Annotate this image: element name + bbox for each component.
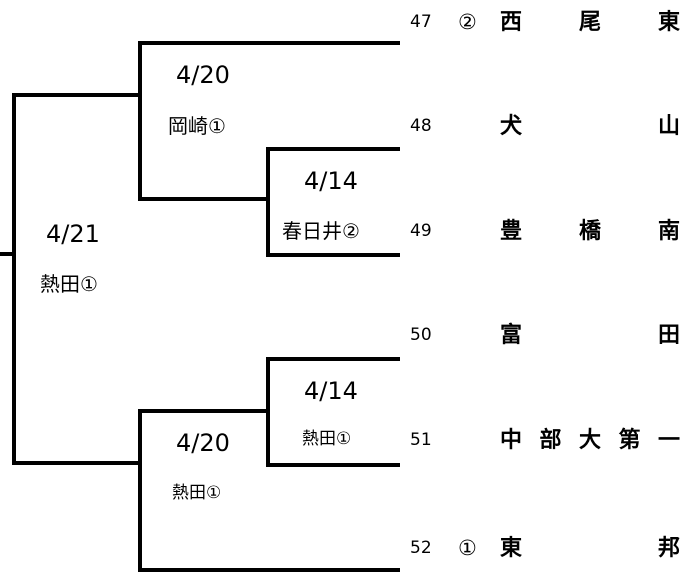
bracket-semi-bottom-arm-upper [138, 409, 270, 413]
bracket-semi-top-vertical [138, 41, 142, 201]
team-name-char: 邦 [657, 536, 680, 561]
bracket-first-bottom-vertical [266, 357, 270, 467]
bracket-first-top-arm-49 [266, 253, 400, 257]
team-name-char: 尾 [578, 10, 601, 35]
bracket-first-bottom-arm-51 [266, 463, 400, 467]
semi-bottom-date: 4/20 [176, 429, 230, 457]
team-name-char: 田 [657, 323, 680, 348]
bracket-first-bottom-arm-50 [266, 357, 400, 361]
team-name-char: 東 [657, 10, 680, 35]
team-name-49: 豊 橋 南 [500, 221, 680, 243]
bracket-first-top-arm-48 [266, 147, 400, 151]
semi-top-venue: 岡崎① [168, 114, 226, 138]
first-bottom-venue: 熱田① [302, 429, 352, 449]
bracket-final-top-arm [12, 93, 142, 97]
bracket-semi-bottom-vertical [138, 409, 142, 572]
team-name-char: 豊 [500, 219, 523, 244]
team-name-char: 南 [657, 219, 680, 244]
team-number: 47 [410, 12, 432, 32]
team-name-52: 東 邦 [500, 538, 680, 560]
final-date: 4/21 [46, 220, 100, 248]
team-name-char: 山 [657, 114, 680, 139]
team-number: 48 [410, 116, 432, 136]
team-name-48: 犬 山 [500, 116, 680, 138]
bracket-first-top-vertical [266, 147, 270, 257]
bracket-final-bottom-arm [12, 461, 142, 465]
team-name-char: 犬 [500, 114, 523, 139]
semi-top-date: 4/20 [176, 61, 230, 89]
bracket-semi-top-arm-lower [138, 197, 270, 201]
bracket-semi-bottom-arm-52 [138, 568, 400, 572]
bracket-stub-left [0, 252, 16, 256]
team-name-char: 大 [578, 428, 601, 453]
final-venue: 熱田① [40, 272, 98, 296]
team-name-char: 西 [500, 10, 523, 35]
team-name-char: 中 [500, 428, 523, 453]
team-name-char: 富 [500, 323, 523, 348]
team-name-47: 西 尾 東 [500, 12, 680, 34]
team-number: 52 [410, 538, 432, 558]
team-number: 49 [410, 221, 432, 241]
first-bottom-date: 4/14 [304, 377, 358, 405]
team-name-char: 橋 [578, 219, 601, 244]
team-name-char: 部 [539, 428, 562, 453]
team-name-char: 第 [618, 428, 641, 453]
bracket-semi-top-arm-47 [138, 41, 400, 45]
team-name-51: 中 部 大 第 一 [500, 430, 680, 452]
team-name-50: 富 田 [500, 325, 680, 347]
team-number: 50 [410, 325, 432, 345]
team-name-char: 一 [657, 428, 680, 453]
seed-mark: ① [458, 536, 477, 560]
seed-mark: ② [458, 10, 477, 34]
semi-bottom-venue: 熱田① [172, 483, 222, 503]
bracket-final-vertical [12, 93, 16, 465]
team-name-char: 東 [500, 536, 523, 561]
first-top-venue: 春日井② [282, 219, 360, 243]
first-top-date: 4/14 [304, 167, 358, 195]
team-number: 51 [410, 430, 432, 450]
